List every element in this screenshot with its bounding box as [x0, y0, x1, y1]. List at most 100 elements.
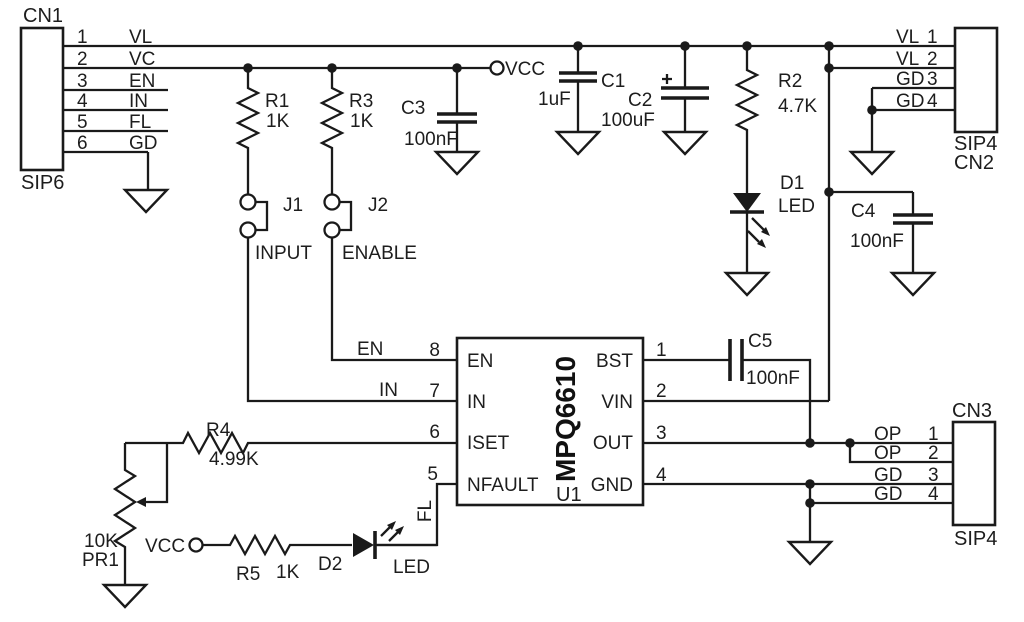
- pr1-value-label: 10K: [84, 531, 118, 552]
- pr1-wiper-arrowhead: [136, 497, 146, 507]
- r3-symbol: [319, 68, 345, 194]
- pr1-ref-label: PR1: [82, 550, 119, 571]
- u1-pin5-num: 5: [427, 464, 438, 485]
- c3-plates: [437, 112, 477, 124]
- u1-pin1-num: 1: [656, 340, 667, 361]
- connector-cn3: CN3 SIP4 OP OP GD GD 1 2 3 4: [874, 400, 997, 550]
- j2-pin-top: [323, 193, 341, 211]
- wire-en-net: [330, 238, 457, 362]
- cn1-pin3-num: 3: [77, 71, 88, 92]
- cn3-pin2-num: 2: [928, 443, 939, 464]
- cn2-pin1-label: VL: [896, 27, 919, 48]
- cn3-pin3-label: GD: [874, 465, 903, 486]
- r2-symbol: [734, 46, 760, 193]
- c5-value-label: 100nF: [746, 368, 800, 389]
- c2-leads-plus: [662, 46, 687, 132]
- cn1-pin6-label: GD: [129, 133, 158, 154]
- c5-ref-label: C5: [748, 331, 772, 352]
- j1-shunt: [256, 200, 269, 232]
- vcc-bottom-label: VCC: [145, 536, 185, 557]
- cn1-pin4-label: IN: [129, 91, 148, 112]
- cn1-pin2-label: VC: [129, 49, 155, 70]
- cn3-pin2-label: OP: [874, 443, 901, 464]
- cn2-package-label: SIP4: [954, 133, 997, 155]
- r5-ref-label: R5: [236, 564, 260, 585]
- c5-leads: [643, 358, 812, 443]
- capacitor-c4: C4 100nF: [850, 192, 936, 297]
- capacitor-c3: C3 100nF: [401, 68, 480, 176]
- c4-plates: [893, 213, 933, 225]
- d2-lead-arrows: [375, 526, 437, 547]
- jumper-j2: J2 ENABLE: [323, 193, 457, 362]
- cn2-pin2-num: 2: [927, 49, 938, 70]
- ic-u1: MPQ6610 U1 EN IN ISET NFAULT BST VIN OUT…: [357, 336, 667, 507]
- u1-pin-out-name: OUT: [593, 433, 634, 454]
- r2-value-label: 4.7K: [778, 96, 817, 117]
- u1-pin-in-name: IN: [467, 392, 486, 413]
- r1-value-label: 1K: [266, 111, 290, 132]
- d1-lead-arrows: [745, 212, 765, 273]
- j2-shunt: [340, 200, 353, 232]
- resistor-r1: R1 1K: [235, 68, 290, 194]
- cn3-pin1-label: OP: [874, 424, 901, 445]
- d2-type-label: LED: [393, 557, 430, 578]
- u1-pin4-num: 4: [656, 465, 667, 486]
- u1-pin-iset-name: ISET: [467, 433, 510, 454]
- capacitor-c1: C1 1uF: [538, 46, 625, 156]
- d2-arrowhead-2: [395, 526, 404, 535]
- j1-pin-top: [239, 193, 257, 211]
- d1-symbol: [733, 193, 761, 212]
- c2-ref-label: C2: [628, 90, 652, 111]
- r1-symbol: [235, 68, 261, 194]
- j2-net-label: ENABLE: [342, 243, 417, 264]
- d2-symbol: [353, 533, 374, 557]
- u1-pin-gnd-name: GND: [591, 475, 633, 496]
- wire-label-in: IN: [379, 380, 398, 401]
- cn1-body: [19, 26, 65, 172]
- net-vl: [63, 44, 955, 403]
- cn2-ref-label: CN2: [954, 152, 994, 174]
- cn2-body: [953, 26, 999, 134]
- r2-ref-label: R2: [778, 71, 802, 92]
- u1-part-label: MPQ6610: [550, 356, 581, 482]
- cn2-gnd-stubs: [870, 86, 955, 152]
- c3-value-label: 100nF: [404, 129, 458, 150]
- u1-pin-en-name: EN: [467, 351, 493, 372]
- resistor-r2: R2 4.7K: [734, 46, 817, 193]
- cn3-ref-label: CN3: [952, 400, 992, 422]
- d2-arrowhead-1: [387, 521, 396, 530]
- r1-ref-label: R1: [265, 91, 289, 112]
- wire-gnd: [643, 482, 953, 542]
- led-d2: D2 LED: [318, 521, 437, 578]
- r4-symbol: [125, 430, 457, 456]
- cn1-pin3-label: EN: [129, 71, 155, 92]
- cn1-pin-stubs: [63, 88, 168, 190]
- u1-pin-vin-name: VIN: [601, 392, 633, 413]
- potentiometer-pr1: 10K PR1: [82, 443, 169, 609]
- d1-arrowhead-2: [757, 239, 766, 248]
- capacitor-c2: C2 100uF: [601, 46, 709, 156]
- d1-ref-label: D1: [780, 173, 804, 194]
- wire-label-fl: FL: [415, 500, 436, 522]
- cn3-pin1-num: 1: [928, 424, 939, 445]
- cn2-pin2-label: VL: [896, 49, 919, 70]
- vcc-terminal-bottom: [188, 537, 204, 553]
- c3-ref-label: C3: [401, 98, 425, 119]
- cn1-pin6-num: 6: [77, 133, 88, 154]
- u1-pin-nfault-name: NFAULT: [467, 475, 539, 496]
- wire-in-net: [246, 238, 457, 403]
- wire-out: [643, 441, 953, 464]
- led-d1: D1 LED: [724, 173, 815, 297]
- c2-value-label: 100uF: [601, 110, 655, 131]
- r5-symbol: [203, 533, 352, 557]
- c4-value-label: 100nF: [850, 231, 904, 252]
- u1-pin-bst-name: BST: [596, 351, 633, 372]
- j2-ref-label: J2: [368, 195, 388, 216]
- resistor-r4: R4 4.99K: [125, 420, 457, 470]
- u1-ref-label: U1: [556, 484, 582, 506]
- resistor-r3: R3 1K: [319, 68, 374, 194]
- j1-ref-label: J1: [283, 195, 303, 216]
